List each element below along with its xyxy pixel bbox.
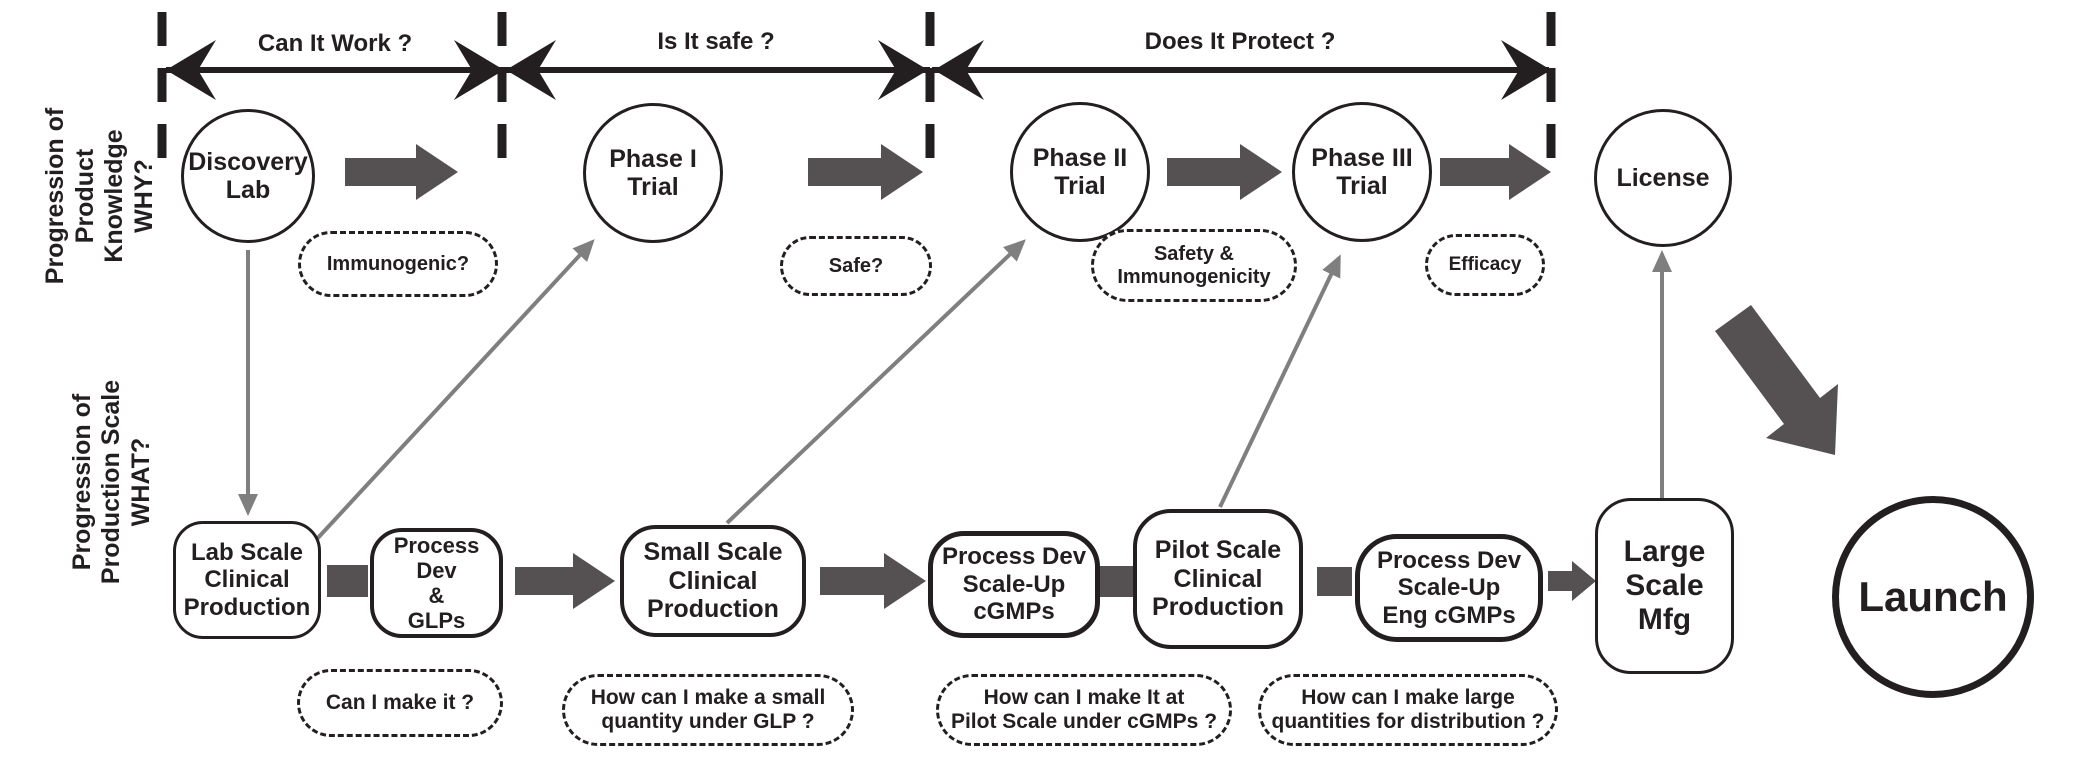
node-phase-i-trial: Phase I Trial xyxy=(583,103,723,243)
node-small-scale-clinical-production: Small Scale Clinical Production xyxy=(620,525,806,637)
node-launch: Launch xyxy=(1832,496,2034,698)
flow-arrow-smallscale-to-cgmps xyxy=(820,553,926,609)
phase-divider-lines xyxy=(157,12,1556,180)
phase-question-is-it-safe: Is It safe ? xyxy=(657,28,775,55)
question-can-i-make-it: Can I make it ? xyxy=(297,669,503,737)
link-arrow-labscale-to-phase1 xyxy=(314,239,595,542)
connector-pilotscale-to-engcgmps xyxy=(1317,567,1352,596)
phase-question-can-it-work: Can It Work ? xyxy=(257,30,413,57)
flow-arrow-phase1-to-phase2 xyxy=(808,144,923,200)
axis-label-product-knowledge: Progression of Product Knowledge WHY? xyxy=(41,107,158,285)
node-process-dev-scale-up-eng-cgmps: Process Dev Scale-Up Eng cGMPs xyxy=(1355,534,1543,642)
flow-arrow-phase3-to-license xyxy=(1440,144,1551,200)
phase-question-does-it-protect: Does It Protect ? xyxy=(1144,28,1336,55)
link-arrow-pilotscale-to-phase3 xyxy=(1218,254,1341,508)
flow-arrow-phase2-to-phase3 xyxy=(1167,144,1282,200)
span-arrow-can-it-work xyxy=(166,40,504,100)
question-large-quantities-distribution: How can I make large quantities for dist… xyxy=(1258,674,1558,746)
question-safe: Safe? xyxy=(780,236,932,296)
node-phase-ii-trial: Phase II Trial xyxy=(1010,102,1150,242)
question-safety-immunogenicity: Safety & Immunogenicity xyxy=(1091,229,1297,302)
flow-arrow-glps-to-smallscale xyxy=(515,553,615,609)
question-pilot-scale-cgmps: How can I make It at Pilot Scale under c… xyxy=(936,674,1232,746)
node-lab-scale-clinical-production: Lab Scale Clinical Production xyxy=(173,521,321,639)
span-arrow-is-it-safe xyxy=(504,40,930,100)
node-discovery-lab: Discovery Lab xyxy=(181,109,315,243)
flow-arrow-engcgmps-to-largescale xyxy=(1548,561,1596,601)
question-small-quantity-glp: How can I make a small quantity under GL… xyxy=(562,674,854,746)
span-arrow-does-it-protect xyxy=(932,40,1551,100)
connector-cgmps-to-pilotscale xyxy=(1096,566,1133,597)
node-phase-iii-trial: Phase III Trial xyxy=(1292,102,1432,242)
node-process-dev-glps: Process Dev & GLPs xyxy=(370,528,503,638)
node-pilot-scale-clinical-production: Pilot Scale Clinical Production xyxy=(1133,509,1303,649)
connector-labscale-to-processdev xyxy=(327,565,368,597)
launch-arrow xyxy=(1715,305,1838,455)
node-process-dev-scale-up-cgmps: Process Dev Scale-Up cGMPs xyxy=(928,531,1100,638)
node-large-scale-mfg: Large Scale Mfg xyxy=(1595,498,1734,674)
flow-arrow-discovery-to-phase1 xyxy=(345,144,458,200)
question-efficacy: Efficacy xyxy=(1425,234,1545,296)
link-arrow-smallscale-to-phase2 xyxy=(725,239,1026,525)
node-license: License xyxy=(1594,109,1732,247)
question-immunogenic: Immunogenic? xyxy=(298,231,498,297)
axis-label-production-scale: Progression of Production Scale WHAT? xyxy=(67,379,155,585)
